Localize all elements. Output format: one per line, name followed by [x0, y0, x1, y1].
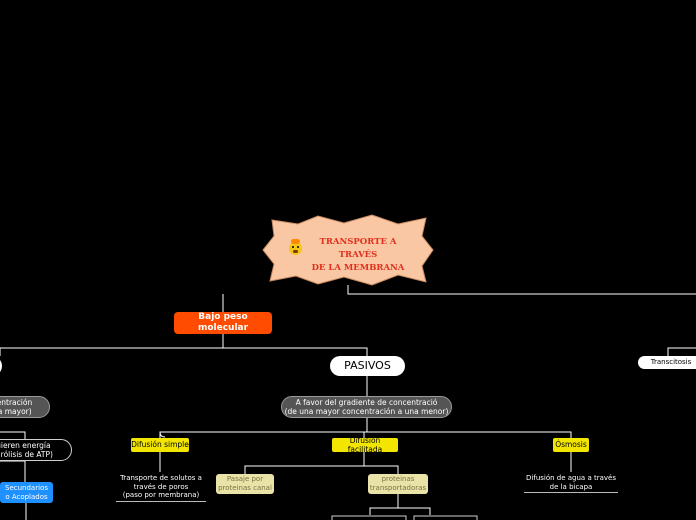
transporte-solutos-node[interactable]: Transporte de solutos a través de poros …	[116, 473, 206, 502]
bajo-peso-molecular-node[interactable]: Bajo peso molecular	[174, 312, 272, 334]
gradiente-contra-node[interactable]: ncentración una mayor)	[0, 396, 50, 418]
activos-node-partial[interactable]	[0, 356, 2, 376]
difusion-facilitada-node[interactable]: Difusión facilitada	[332, 436, 398, 454]
requieren-energia-node[interactable]: quieren energía hidrólisis de ATP)	[0, 439, 72, 461]
title-text: TRANSPORTE A TRAVÉS DE LA MEMBRANA	[311, 237, 405, 273]
difusion-agua-node[interactable]: Difusión de agua a través de la bicapa	[524, 473, 618, 493]
secundarios-node[interactable]: Secundarios o Acoplados	[0, 482, 53, 503]
osmosis-node[interactable]: Ósmosis	[553, 438, 589, 452]
pasivos-node[interactable]: PASIVOS	[330, 356, 405, 376]
proteinas-transportadoras-node[interactable]: proteinas transportadoras	[368, 474, 428, 494]
transcitosis-node[interactable]: Transcitosis	[638, 356, 696, 369]
title-node[interactable]: TRANSPORTE A TRAVÉS DE LA MEMBRANA	[262, 214, 434, 286]
exploding-head-icon	[289, 239, 302, 255]
gradiente-favor-node[interactable]: A favor del gradiente de concentració (d…	[281, 396, 452, 418]
starburst-shape	[262, 214, 434, 286]
difusion-simple-node[interactable]: Difusión simple	[131, 438, 189, 452]
pasaje-canal-node[interactable]: Pasaje por proteinas canal	[216, 474, 274, 494]
